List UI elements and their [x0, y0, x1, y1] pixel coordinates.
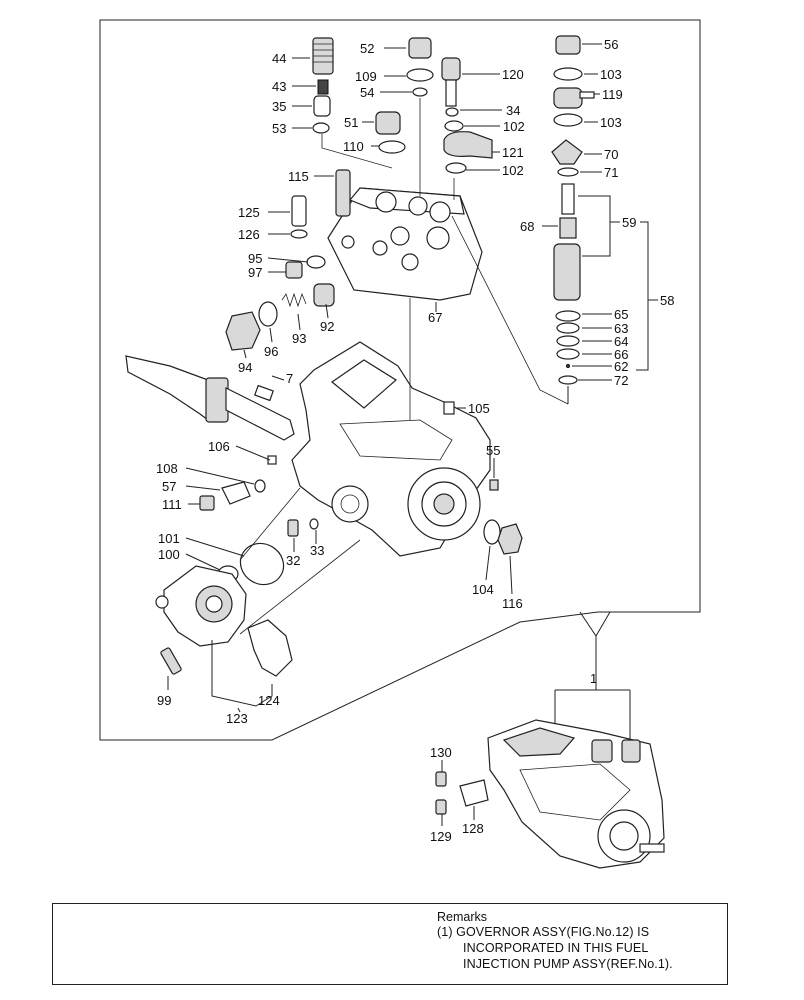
- callout-53: 53: [272, 121, 286, 136]
- callout-labels: 44 43 35 53 52 109 54 51 110 120 34 102 …: [156, 37, 674, 844]
- assembly-leader-lines: [239, 98, 569, 635]
- callout-62: 62: [614, 359, 628, 374]
- o-ring-column: [555, 310, 581, 385]
- remarks-box: Remarks (1) GOVERNOR ASSY(FIG.No.12) IS …: [52, 903, 728, 985]
- callout-124: 124: [258, 693, 280, 708]
- callout-120: 120: [502, 67, 524, 82]
- callout-111: 111: [162, 497, 182, 512]
- callout-68: 68: [520, 219, 534, 234]
- callout-72: 72: [614, 373, 628, 388]
- callout-100: 100: [158, 547, 180, 562]
- callout-51: 51: [344, 115, 358, 130]
- callout-70: 70: [604, 147, 618, 162]
- callout-115: 115: [288, 169, 309, 184]
- exploded-parts-diagram: 44 43 35 53 52 109 54 51 110 120 34 102 …: [99, 19, 701, 869]
- callout-64: 64: [614, 334, 628, 349]
- callout-59: 59: [622, 215, 636, 230]
- callout-130: 130: [430, 745, 452, 760]
- drive-shaft: [125, 355, 295, 441]
- remarks-line-1: (1) GOVERNOR ASSY(FIG.No.12) IS: [437, 925, 650, 939]
- callout-34: 34: [506, 103, 520, 118]
- pump-assembly-illustration: [435, 719, 665, 869]
- callout-7: 7: [286, 371, 293, 386]
- callout-43: 43: [272, 79, 286, 94]
- plug-stack: [375, 37, 434, 154]
- exploded-view-frame: [99, 19, 701, 741]
- remarks-title: Remarks: [437, 910, 488, 924]
- callout-126: 126: [238, 227, 260, 242]
- callout-102-upper: 102: [503, 119, 525, 134]
- callout-108: 108: [156, 461, 178, 476]
- callout-44: 44: [272, 51, 286, 66]
- callout-65: 65: [614, 307, 628, 322]
- delivery-fitting-stack: [312, 37, 334, 134]
- feed-pump: [155, 542, 293, 677]
- callout-106: 106: [208, 439, 230, 454]
- callout-103-upper: 103: [600, 67, 622, 82]
- banjo-fitting-stack: [441, 57, 493, 174]
- callout-110: 110: [343, 139, 364, 154]
- callout-58: 58: [660, 293, 674, 308]
- callout-102-lower: 102: [502, 163, 524, 178]
- pump-housing: [291, 341, 491, 557]
- callout-56: 56: [604, 37, 618, 52]
- callout-121: 121: [502, 145, 524, 160]
- remarks-line-2: INCORPORATED IN THIS FUEL: [463, 941, 649, 955]
- callout-96: 96: [264, 344, 278, 359]
- callout-pointer: [579, 611, 611, 637]
- callout-32: 32: [286, 553, 300, 568]
- callout-55: 55: [486, 443, 500, 458]
- callout-123: 123: [226, 711, 248, 726]
- callout-63: 63: [614, 321, 628, 336]
- remarks-line-3: INJECTION PUMP ASSY(REF.No.1).: [463, 957, 673, 971]
- adjuster-parts: [225, 255, 335, 351]
- callout-116: 116: [502, 596, 523, 611]
- callout-109: 109: [355, 69, 377, 84]
- callout-93: 93: [292, 331, 306, 346]
- distributor-head: [290, 169, 483, 301]
- callout-103-lower: 103: [600, 115, 622, 130]
- callout-71: 71: [604, 165, 618, 180]
- callout-35: 35: [272, 99, 286, 114]
- callout-33: 33: [310, 543, 324, 558]
- callout-128: 128: [462, 821, 484, 836]
- callout-54: 54: [360, 85, 374, 100]
- callout-66: 66: [614, 347, 628, 362]
- callout-1: 1: [590, 671, 597, 686]
- callout-104: 104: [472, 582, 494, 597]
- callout-99: 99: [157, 693, 171, 708]
- callout-129: 129: [430, 829, 452, 844]
- callout-67: 67: [428, 310, 442, 325]
- callout-125: 125: [238, 205, 260, 220]
- callout-57: 57: [162, 479, 176, 494]
- housing-small-parts: [199, 455, 523, 555]
- callout-119: 119: [602, 87, 623, 102]
- callout-101: 101: [158, 531, 180, 546]
- callout-92: 92: [320, 319, 334, 334]
- callout-94: 94: [238, 360, 252, 375]
- callout-95: 95: [248, 251, 262, 266]
- callout-52: 52: [360, 41, 374, 56]
- control-valve-stack: [551, 35, 595, 301]
- callout-105: 105: [468, 401, 490, 416]
- callout-97: 97: [248, 265, 262, 280]
